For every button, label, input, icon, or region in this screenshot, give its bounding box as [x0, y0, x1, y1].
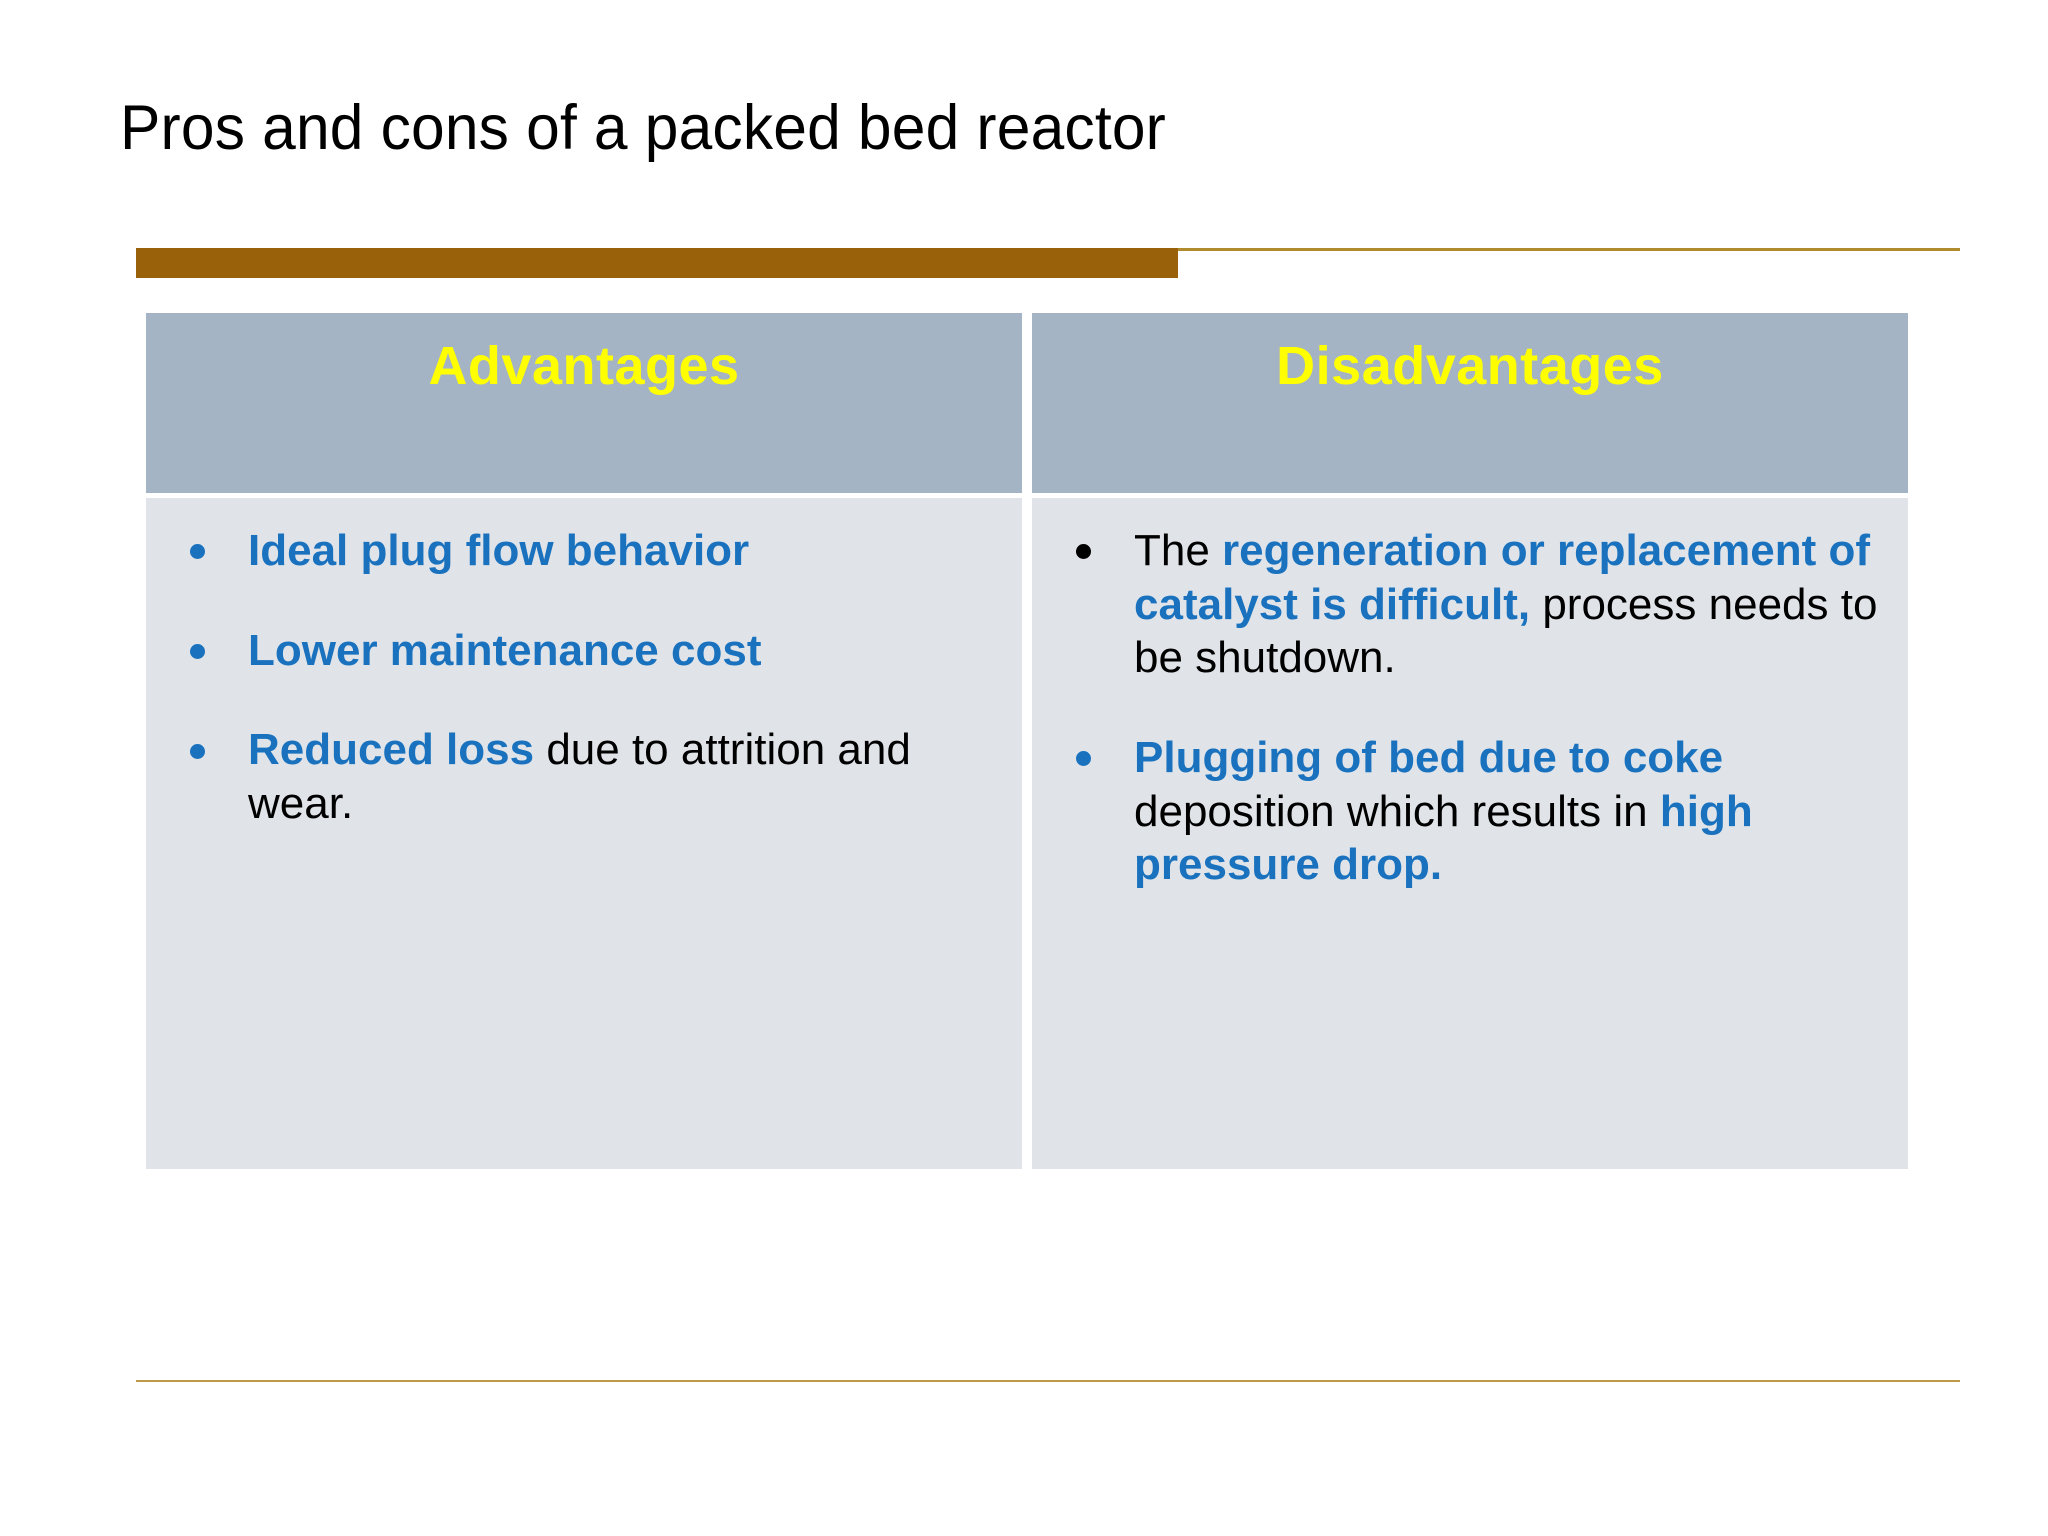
accent-bar-thin [1178, 248, 1960, 251]
table-header-row: Advantages Disadvantages [146, 313, 1908, 493]
disadvantage-2-mid: deposition which results in [1134, 786, 1660, 836]
list-item: Reduced loss due to attrition and wear. [172, 723, 996, 830]
column-header-advantages-label: Advantages [428, 336, 740, 396]
bullet-dot-icon [190, 544, 205, 560]
bullet-dot-icon [190, 743, 205, 759]
title-accent-rule [136, 246, 1960, 278]
cell-disadvantages: The regeneration or replacement of catal… [1032, 498, 1908, 1169]
advantage-1-text: Ideal plug flow behavior [248, 526, 750, 575]
advantage-2-text: Lower maintenance cost [248, 625, 762, 675]
pros-cons-table-wrapper: Advantages Disadvantages Ideal plug fl [136, 308, 1918, 1169]
page-title: Pros and cons of a packed bed reactor [120, 93, 1166, 163]
footer-accent-rule [136, 1380, 1960, 1382]
accent-bar-thick [136, 248, 1178, 278]
disadvantage-2-highlight-a: Plugging of bed due to coke [1134, 733, 1724, 783]
disadvantage-1-highlight: regeneration or replacement of catalyst … [1134, 526, 1870, 629]
list-item: Lower maintenance cost [172, 624, 996, 678]
column-header-disadvantages-label: Disadvantages [1276, 336, 1664, 396]
column-header-disadvantages: Disadvantages [1032, 313, 1908, 493]
cell-advantages: Ideal plug flow behavior Lower maintenan… [146, 498, 1022, 1169]
advantages-list: Ideal plug flow behavior Lower maintenan… [172, 524, 996, 831]
disadvantage-1-post: process needs to be shutdown. [1134, 579, 1878, 683]
column-header-advantages: Advantages [146, 313, 1022, 493]
advantage-3-highlight: Reduced loss [248, 725, 535, 775]
disadvantage-1-pre: The [1134, 526, 1223, 575]
list-item: Ideal plug flow behavior [172, 524, 996, 578]
table-body-row: Ideal plug flow behavior Lower maintenan… [146, 498, 1908, 1169]
list-item: The regeneration or replacement of catal… [1058, 524, 1882, 685]
disadvantages-list: The regeneration or replacement of catal… [1058, 524, 1882, 892]
pros-cons-table: Advantages Disadvantages Ideal plug fl [136, 308, 1918, 1174]
bullet-dot-icon [1076, 544, 1091, 560]
bullet-dot-icon [190, 643, 205, 659]
bullet-dot-icon [1076, 751, 1091, 767]
disadvantage-2-highlight-b: high pressure drop. [1134, 786, 1753, 890]
advantage-3-rest: due to attrition and wear. [248, 725, 911, 829]
list-item: Plugging of bed due to coke deposition w… [1058, 731, 1882, 892]
